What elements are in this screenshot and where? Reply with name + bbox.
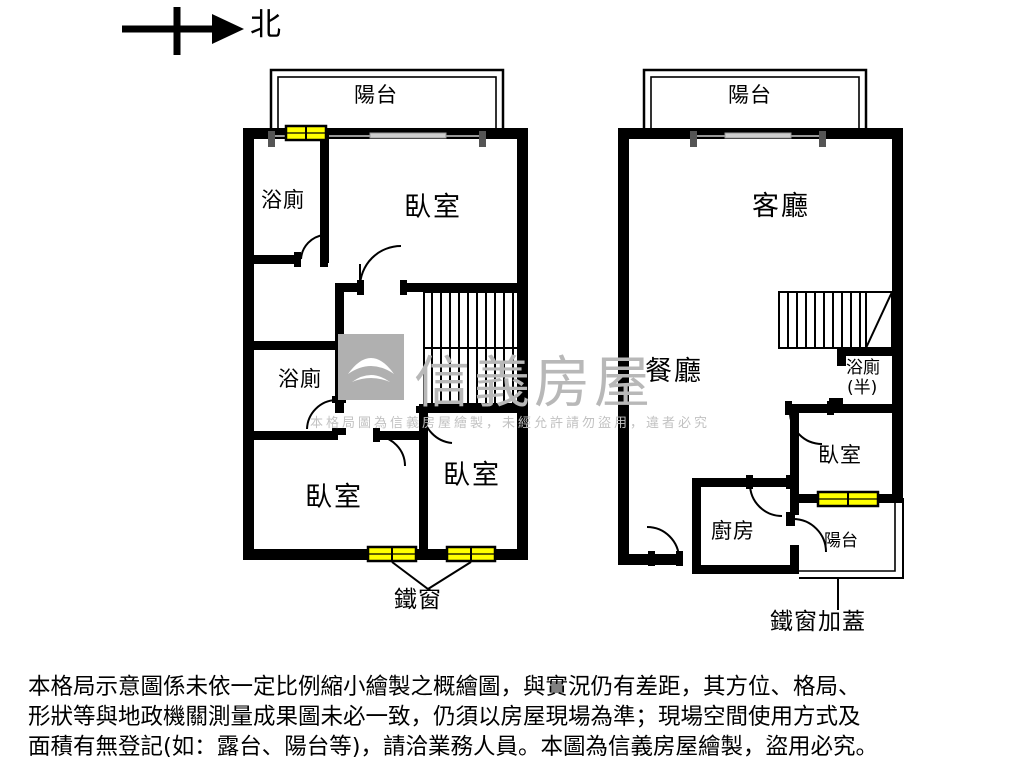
- left-room-label-bedroom-left: 臥室: [305, 482, 363, 513]
- right-room-label-bedroom: 臥室: [818, 443, 862, 467]
- right-door-entry: [646, 526, 683, 566]
- right-door-kitchen-balcony: [786, 512, 827, 553]
- compass-label: 北: [250, 7, 282, 43]
- disclaimer-line-2: 形狀等與地政機關測量成果圖未必一致，仍須以房屋現場為準；現場空間使用方式及: [28, 704, 861, 730]
- disclaimer-line-1: 本格局示意圖係未依一定比例縮小繪製之概繪圖，與實況仍有差距，其方位、格局、: [28, 674, 861, 700]
- right-room-label-living: 客廳: [752, 191, 810, 222]
- left-stairs-icon: [423, 291, 519, 405]
- left-door-left-bedroom: [373, 428, 406, 467]
- right-door-kitchen-top: [746, 475, 793, 517]
- north-arrow-icon: [122, 7, 244, 55]
- left-window-top: [284, 124, 328, 142]
- left-room-label-balcony-top: 陽台: [354, 83, 398, 107]
- left-door-mid-bedroom: [416, 406, 453, 444]
- right-room-label-balcony-top: 陽台: [728, 83, 772, 107]
- right-door-bedroom: [785, 401, 834, 445]
- left-door-upper-bath: [294, 234, 328, 267]
- right-room-label-half-bath-suffix: (半): [847, 378, 878, 398]
- left-callout-label-iron-window: 鐵窗: [394, 587, 442, 613]
- left-room-label-bedroom-mid: 臥室: [443, 460, 501, 491]
- right-floor-plan: [618, 68, 904, 610]
- right-sliding-door: [690, 131, 826, 147]
- right-room-label-balcony-bottom: 陽台: [824, 531, 858, 551]
- left-callout-leader: [391, 561, 472, 591]
- left-room-label-bath-lower: 浴廁: [278, 367, 322, 391]
- right-room-label-half-bath: 浴廁: [846, 358, 880, 378]
- left-floor-plan: [243, 68, 528, 591]
- disclaimer: 本格局示意圖係未依一定比例縮小繪製之概繪圖，與實況仍有差距，其方位、格局、 形狀…: [28, 672, 1004, 762]
- right-callout-label-iron-window-cover: 鐵窗加蓋: [770, 609, 866, 635]
- right-door-half-bath: [829, 356, 846, 405]
- left-door-lower-bath: [306, 396, 346, 435]
- left-room-label-bath-upper: 浴廁: [261, 188, 305, 212]
- left-window-bottom-2: [445, 545, 497, 563]
- right-window-bedroom: [816, 490, 880, 508]
- right-room-label-dining: 餐廳: [645, 356, 703, 387]
- left-room-label-bedroom-upper: 臥室: [404, 192, 462, 223]
- left-door-corridor-top: [357, 245, 407, 295]
- disclaimer-line-3: 面積有無登記(如：露台、陽台等)，請洽業務人員。本圖為信義房屋繪製，盜用必究。: [28, 734, 879, 760]
- right-room-label-kitchen: 廚房: [711, 519, 755, 543]
- right-stairs-icon: [778, 291, 893, 349]
- left-window-bottom-1: [366, 545, 418, 563]
- right-iron-cover-outline: [799, 498, 904, 579]
